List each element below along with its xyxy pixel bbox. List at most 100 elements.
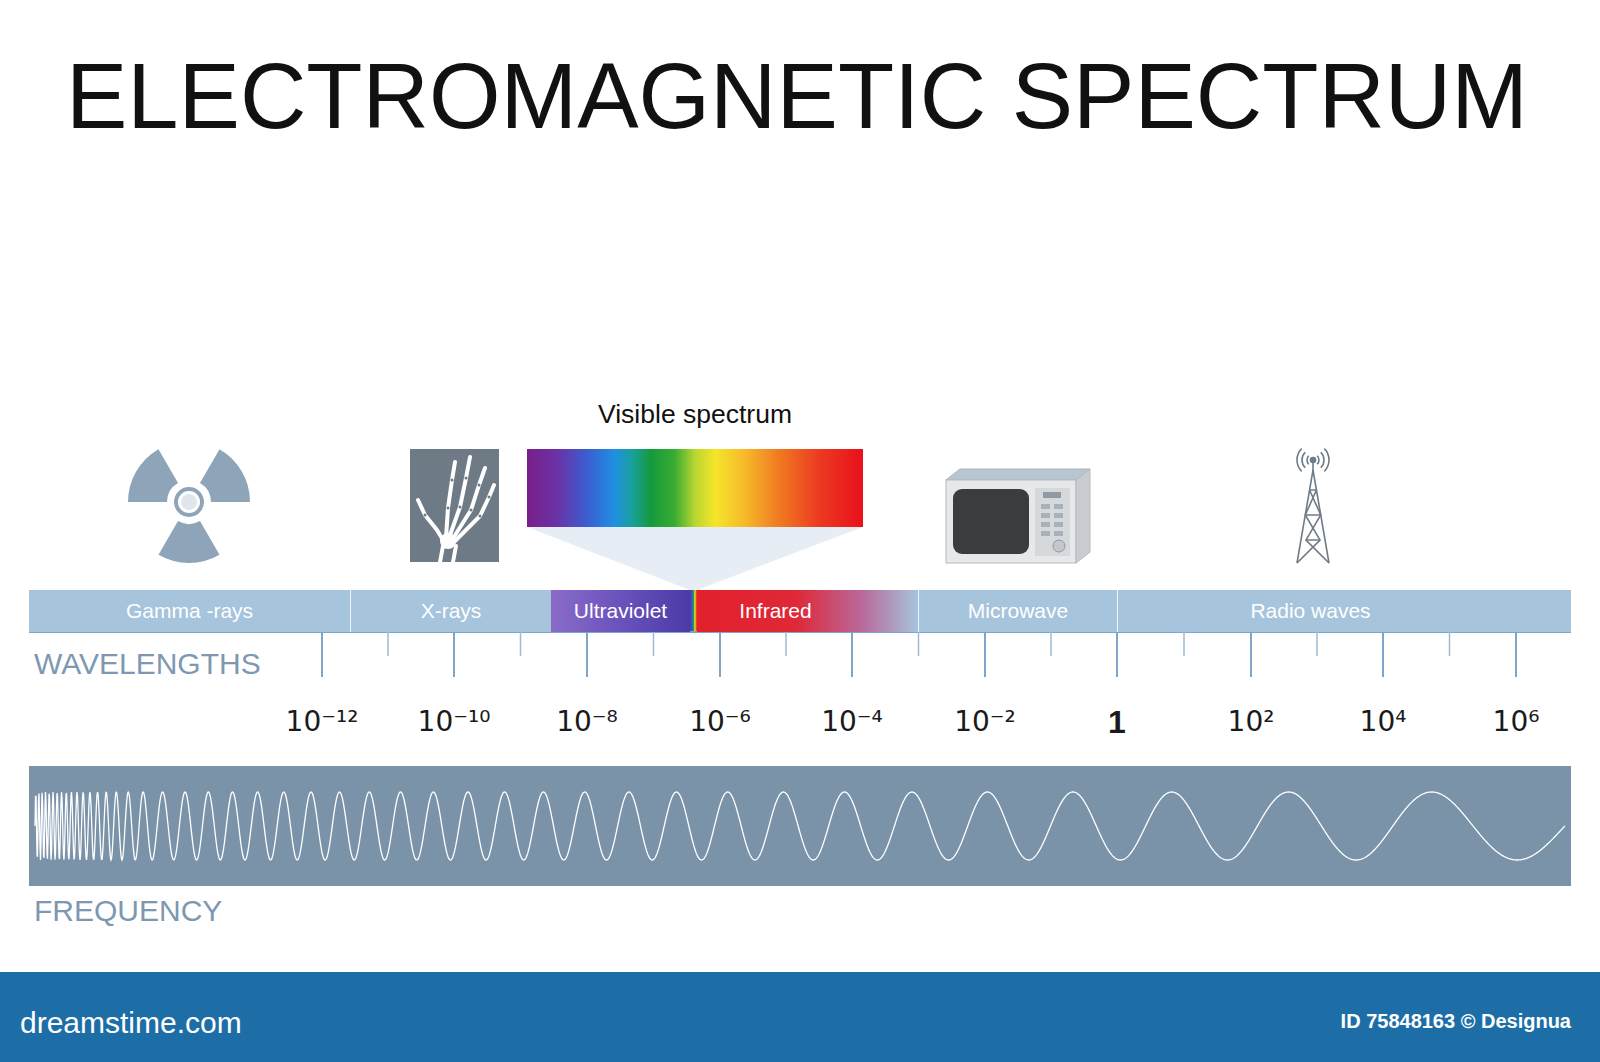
radiation-blade <box>200 449 250 502</box>
radiation-core <box>178 491 200 513</box>
wavelength-value: 10² <box>1228 705 1275 738</box>
spectrum-band: Microwave <box>918 590 1117 632</box>
illustration-part <box>1297 490 1320 563</box>
spectrum-heading: Visible spectrum <box>527 395 863 433</box>
illustration-part <box>440 546 443 562</box>
microwave-icon <box>946 469 1090 563</box>
wavelength-value: 10⁶ <box>1493 705 1540 738</box>
visible-slice <box>690 590 697 632</box>
wavelength-value: 10⁻⁶ <box>689 705 751 738</box>
illustration-part <box>1321 452 1324 468</box>
major-tick <box>851 632 853 677</box>
illustration-part <box>453 546 456 562</box>
label-holder: 10⁻² <box>954 705 1016 739</box>
illustration-part <box>451 479 454 482</box>
axis-title: WAVELENGTHS <box>34 647 261 680</box>
illustration-part <box>1054 504 1063 509</box>
title-holder: ELECTROMAGNETIC SPECTRUM <box>66 46 1528 147</box>
radiation-blade <box>159 521 220 563</box>
illustration-part <box>1324 449 1329 472</box>
illustration-part <box>953 489 1029 554</box>
illustration-part <box>1306 490 1329 563</box>
projection-wedge <box>527 527 863 590</box>
illustration-part <box>1054 522 1063 527</box>
illustration-part <box>1053 540 1065 552</box>
wavelength-value: 10⁻⁴ <box>821 705 883 738</box>
radiation-core <box>171 484 207 520</box>
minor-tick <box>520 632 522 656</box>
illustration-part <box>1297 470 1329 563</box>
wavelength-value: 10⁻¹² <box>286 705 359 738</box>
visible-spectrum-box: Visible spectrum <box>527 395 863 527</box>
major-tick <box>719 632 721 677</box>
watermark: dreamstime.com <box>20 1006 242 1039</box>
wavelength-value: 1 <box>1108 704 1126 740</box>
wavelength-value: 10⁻² <box>954 705 1016 738</box>
illustration-part <box>424 514 427 517</box>
spectrum-band: Radio waves <box>1117 590 1571 632</box>
minor-tick <box>387 632 389 656</box>
illustration-part <box>465 477 468 480</box>
spectrum-band: Ultraviolet <box>551 590 690 632</box>
illustration-part <box>1054 513 1063 518</box>
band-label: Gamma -rays <box>126 598 253 623</box>
illustration-part <box>1297 449 1302 472</box>
illustration-part <box>454 485 494 542</box>
illustration-part <box>1054 531 1063 536</box>
label-holder: 10⁻⁴ <box>821 705 883 739</box>
band-label: Infrared <box>739 598 811 623</box>
xray-hand-icon <box>410 449 499 562</box>
radiation-core <box>174 487 204 517</box>
minor-tick <box>785 632 787 656</box>
major-tick <box>1382 632 1384 677</box>
wavelength-value: 10⁻⁸ <box>556 705 618 738</box>
band-label: Ultraviolet <box>574 598 667 623</box>
radio-tower-icon <box>1297 449 1329 563</box>
image-id: ID 75848163 © Designua <box>1341 1010 1571 1032</box>
major-tick <box>1116 632 1118 677</box>
spectrum-band: Infrared <box>697 590 918 632</box>
illustration-part <box>1043 492 1061 498</box>
illustration-part <box>447 507 450 510</box>
illustration-part <box>1035 488 1070 556</box>
illustration-part <box>1307 456 1309 464</box>
illustration-part <box>946 480 1076 563</box>
minor-tick <box>653 632 655 656</box>
illustration-part <box>1305 490 1320 540</box>
label-holder: dreamstime.com <box>20 1005 242 1041</box>
visible-gradient <box>527 449 863 527</box>
frequency-band <box>29 766 1571 886</box>
illustration-part <box>418 457 494 562</box>
spectrum-band: Gamma -rays <box>29 590 350 632</box>
illustration-part <box>470 509 473 512</box>
axis-title: FREQUENCY <box>34 894 222 927</box>
major-tick <box>453 632 455 677</box>
minor-tick <box>1183 632 1185 656</box>
illustration-part <box>1041 531 1050 536</box>
spectrum-band: X-rays <box>350 590 551 632</box>
band-label: Microwave <box>968 598 1068 623</box>
major-tick <box>1250 632 1252 677</box>
illustration-part <box>410 449 499 562</box>
label-holder: 10⁻⁶ <box>689 705 751 739</box>
label-holder: 10⁻¹² <box>286 705 359 739</box>
illustration-part <box>1311 458 1316 463</box>
illustration-part <box>479 515 482 518</box>
illustration-part <box>418 500 443 540</box>
wave-line <box>35 792 1565 860</box>
minor-tick <box>1449 632 1451 656</box>
radiation-core <box>181 494 197 510</box>
radiation-blade <box>128 449 178 502</box>
illustration-part <box>1041 504 1050 509</box>
illustration-part <box>440 533 456 549</box>
title: ELECTROMAGNETIC SPECTRUM <box>66 45 1528 147</box>
major-tick <box>984 632 986 677</box>
minor-tick <box>1316 632 1318 656</box>
label-holder: 1 <box>1108 703 1126 741</box>
label-holder: WAVELENGTHS <box>34 646 261 682</box>
minor-tick <box>918 632 920 656</box>
label-holder: 10⁻⁸ <box>556 705 618 739</box>
